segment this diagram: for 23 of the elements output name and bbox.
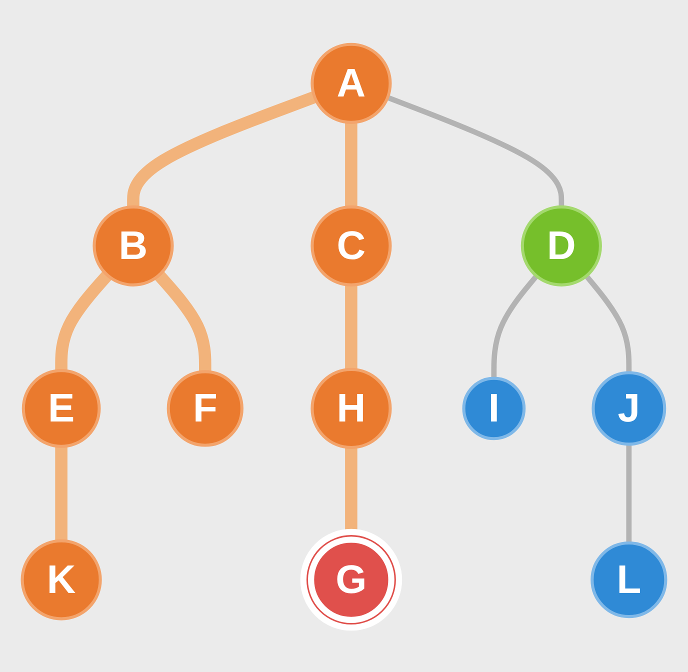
connector bbox=[55, 446, 68, 541]
node-circle: I bbox=[462, 376, 526, 440]
connector bbox=[127, 91, 317, 207]
node-circle: D bbox=[520, 205, 602, 286]
node-circle: A bbox=[310, 42, 392, 124]
connector bbox=[345, 447, 358, 532]
connector bbox=[386, 94, 564, 207]
node-circle: H bbox=[310, 368, 392, 450]
node-circle: J bbox=[592, 371, 666, 446]
node-circle: G bbox=[300, 528, 402, 631]
node-circle: K bbox=[20, 539, 102, 620]
connector bbox=[345, 122, 358, 207]
connector bbox=[345, 284, 358, 370]
node-circle: F bbox=[166, 370, 244, 447]
connector bbox=[491, 274, 539, 378]
connector bbox=[55, 271, 112, 371]
node-circle: B bbox=[92, 205, 174, 286]
node-circle: L bbox=[590, 541, 668, 618]
node-circle: E bbox=[22, 369, 101, 448]
node-circle: C bbox=[310, 205, 392, 286]
connector bbox=[584, 274, 632, 373]
connector bbox=[154, 271, 212, 372]
connector bbox=[626, 444, 632, 543]
